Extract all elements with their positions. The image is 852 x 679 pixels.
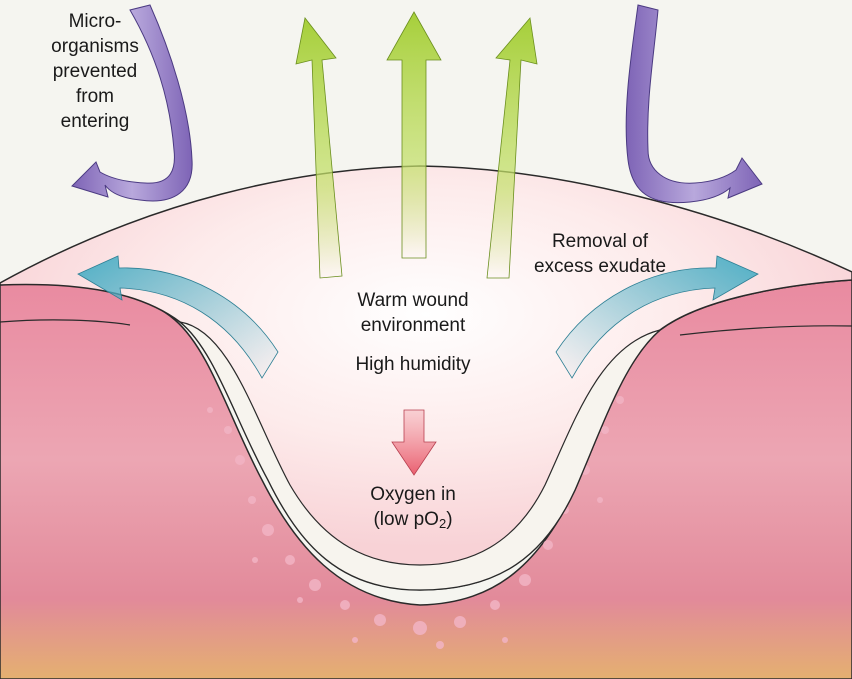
microorganisms-label: Micro- organisms prevented from entering — [30, 9, 160, 134]
oxygen-line-2: (low pO2) — [333, 507, 493, 532]
microorganisms-line-2: organisms — [51, 36, 139, 57]
vapour-arrow-right — [486, 17, 538, 279]
humidity-label: High humidity — [313, 352, 513, 377]
environment-line-2: environment — [360, 315, 466, 336]
exudate-droplets — [207, 396, 624, 649]
oxygen-suffix: ) — [446, 509, 453, 530]
vapour-arrow-center — [386, 11, 442, 259]
environment-line-1: Warm wound — [357, 290, 469, 311]
vapour-arrows — [295, 11, 538, 279]
wound-cavity — [177, 321, 661, 591]
microorganisms-line-1: Micro- — [68, 11, 122, 32]
microbe-arrow-right — [625, 4, 763, 204]
exudate-line-2: excess exudate — [533, 256, 667, 277]
exudate-arrow-left — [77, 255, 279, 379]
microorganisms-line-4: from — [76, 86, 114, 107]
exudate-line-1: Removal of — [551, 231, 649, 252]
microorganisms-line-5: entering — [60, 111, 130, 132]
vapour-arrow-left — [295, 17, 343, 279]
exudate-label: Removal of excess exudate — [500, 229, 700, 279]
environment-label: Warm wound environment — [313, 288, 513, 338]
skin-layer-line-right — [679, 325, 852, 336]
oxygen-arrow — [391, 409, 437, 476]
skin-layer-line-left — [0, 319, 131, 326]
oxygen-prefix: (low pO — [373, 509, 439, 530]
microorganisms-line-3: prevented — [52, 61, 138, 82]
oxygen-line-1: Oxygen in — [370, 484, 456, 505]
humidity-text: High humidity — [355, 354, 471, 375]
exudate-arrow-right — [555, 255, 759, 379]
oxygen-subscript: 2 — [438, 516, 447, 531]
oxygen-label: Oxygen in (low pO2) — [333, 482, 493, 532]
microbe-arrow-left — [71, 4, 193, 202]
